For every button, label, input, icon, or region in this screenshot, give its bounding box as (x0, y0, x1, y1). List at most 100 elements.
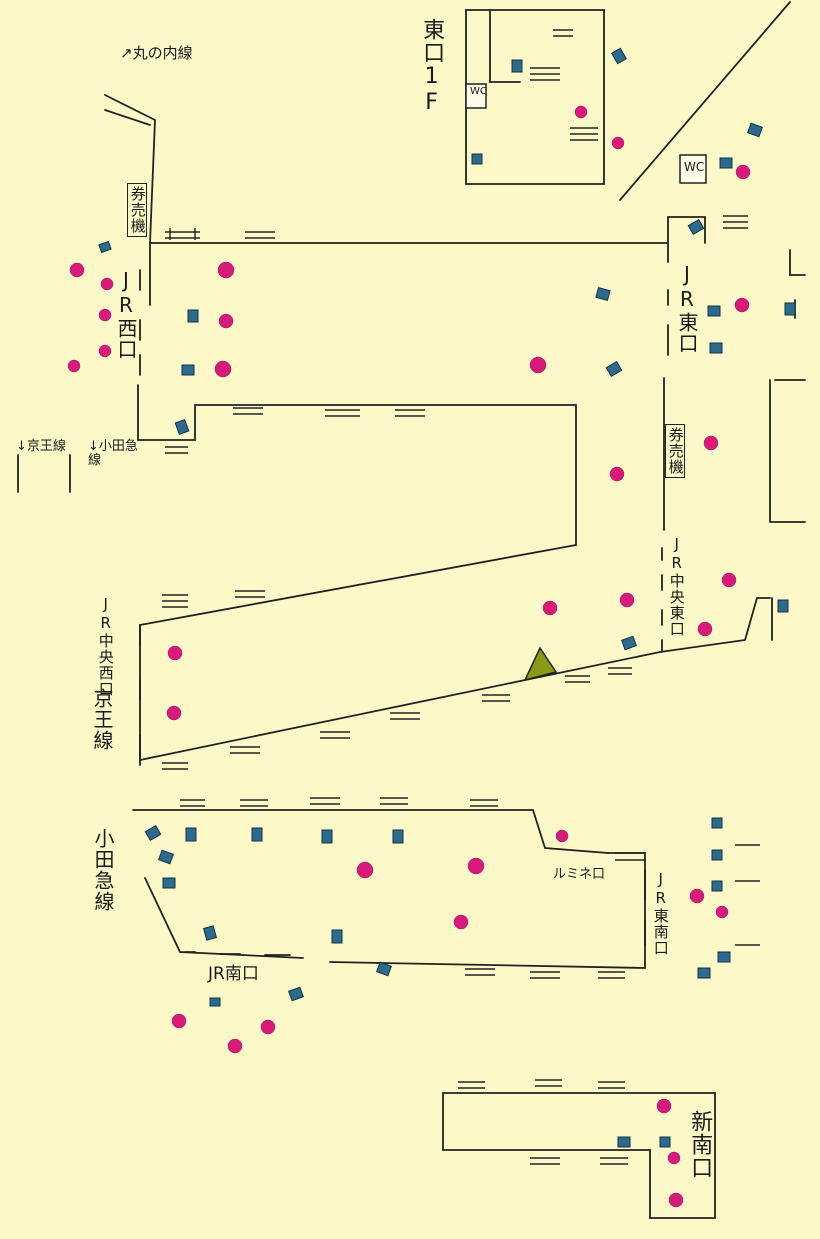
pink-dot-icon (67, 359, 81, 373)
new-south-block (442, 1092, 716, 1219)
elevator-icon (392, 829, 404, 844)
elevator-icon (471, 153, 483, 165)
elevator-icon (98, 240, 112, 254)
stairs-icon (395, 409, 425, 417)
pink-dot-icon (609, 466, 625, 482)
label-odakyu-line-arrow: ↓小田急線 (88, 439, 138, 468)
stairs-icon (245, 231, 275, 239)
label-jr-west: JR西口 (114, 268, 138, 360)
pink-dot-icon (667, 1151, 681, 1165)
elevator-icon (659, 1136, 671, 1148)
label-keio-line-arrow: ↓京王線 (16, 439, 66, 454)
label-lumine: ルミネ口 (553, 867, 606, 882)
stairs-icon (598, 971, 625, 979)
pink-dot-icon (697, 621, 713, 637)
stairs-icon (553, 29, 573, 37)
elevator-icon (181, 364, 195, 376)
pink-dot-icon (98, 308, 112, 322)
pink-dot-icon (668, 1192, 684, 1208)
stairs-icon (390, 712, 420, 720)
stairs-icon (233, 407, 263, 415)
stairs-icon (165, 446, 188, 454)
pink-dot-icon (529, 356, 547, 374)
pink-dot-icon (467, 857, 485, 875)
stairs-icon (235, 590, 265, 598)
pink-dot-icon (100, 277, 114, 291)
pink-dot-icon (735, 164, 751, 180)
stairs-icon (530, 971, 560, 979)
elevator-icon (144, 824, 162, 842)
elevator-icon (331, 929, 343, 944)
east-1f-building (465, 9, 605, 185)
elevator-icon (251, 827, 263, 842)
pink-dot-icon (167, 645, 183, 661)
elevator-icon (784, 302, 796, 316)
elevator-icon (162, 877, 176, 889)
stairs-icon (162, 594, 188, 608)
elevator-icon (187, 309, 199, 323)
pink-dot-icon (98, 344, 112, 358)
pink-dot-icon (453, 914, 469, 930)
stairs-icon (723, 215, 748, 229)
stairs-icon (470, 799, 498, 807)
stairs-icon (162, 762, 188, 770)
stairs-icon (310, 797, 340, 805)
elevator-icon (610, 47, 628, 65)
pink-dot-icon (166, 705, 182, 721)
elevator-icon (376, 961, 392, 977)
elevator-icon (621, 635, 637, 651)
stairs-icon (530, 67, 560, 81)
pink-dot-icon (214, 360, 232, 378)
pink-dot-icon (656, 1098, 672, 1114)
pink-dot-icon (218, 313, 234, 329)
stairs-icon (598, 1081, 625, 1089)
elevator-icon (717, 951, 731, 963)
elevator-icon (605, 360, 623, 378)
pink-dot-icon (611, 136, 625, 150)
stairs-icon (600, 1157, 628, 1165)
elevator-icon (711, 817, 723, 829)
elevator-icon (511, 59, 523, 73)
pink-dot-icon (734, 297, 750, 313)
stairs-icon (608, 667, 632, 675)
stairs-icon (240, 799, 268, 807)
elevator-icon (174, 419, 190, 435)
label-odakyu-line: 小田急線 (91, 828, 115, 912)
stairs-icon (735, 844, 760, 946)
stairs-group (162, 29, 760, 1165)
stairs-icon (165, 228, 200, 240)
elevator-icon (711, 880, 723, 892)
stairs-icon (535, 1079, 562, 1087)
stairs-icon (380, 797, 408, 805)
elevator-icon (697, 967, 711, 979)
pink-dot-icon (555, 829, 569, 843)
elevator-icon (777, 599, 789, 613)
stairs-icon (570, 127, 598, 141)
wc-box-top (465, 83, 487, 109)
elevator-icon (288, 986, 304, 1002)
elevator-icon (158, 849, 174, 865)
pink-dot-icon (574, 105, 588, 119)
stairs-icon (465, 968, 495, 976)
label-jr-southeast: JR東南口 (651, 870, 670, 956)
pink-dot-icon (227, 1038, 243, 1054)
elevator-icon (203, 925, 217, 941)
label-east-1f: 東口1F (419, 18, 445, 116)
wc-box-right (679, 154, 707, 184)
stairs-icon (325, 409, 360, 417)
elevator-icon (707, 305, 721, 317)
elevator-icon (617, 1136, 631, 1148)
pink-dot-icon (721, 572, 737, 588)
elevator-icon (747, 122, 763, 138)
label-new-south: 新南口 (687, 1110, 713, 1179)
stairs-icon (230, 746, 260, 754)
pink-dot-icon (703, 435, 719, 451)
stairs-icon (180, 799, 205, 807)
elevator-icon (321, 829, 333, 844)
stairs-icon (482, 694, 510, 702)
elevator-icon (687, 218, 705, 236)
label-jr-central-east: JR中央東口 (667, 535, 686, 637)
elevator-icon (595, 287, 611, 301)
pink-dot-icon (356, 861, 374, 879)
